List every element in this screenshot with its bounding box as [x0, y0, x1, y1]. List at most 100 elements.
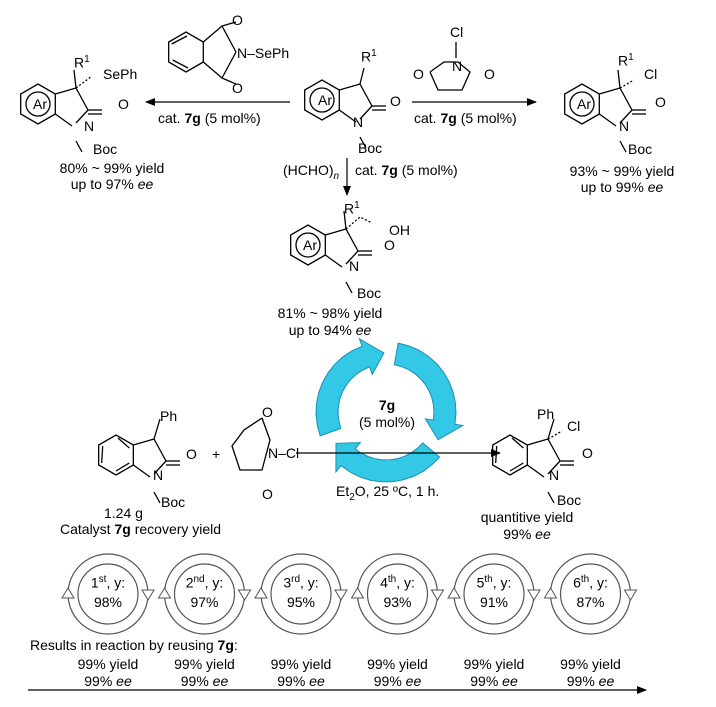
- bottom-oxindole-five-ring-a: [325, 228, 359, 252]
- sm2-oxygen: O: [186, 446, 197, 462]
- phthalimide-top-arm: [202, 24, 237, 53]
- sm2-oxindole-double-bond-1: [115, 462, 130, 472]
- sm-r1-label: R1: [361, 48, 377, 65]
- result-ee: 99% ee: [470, 673, 518, 689]
- bottom-boc: Boc: [357, 285, 382, 301]
- left-oxindole: [20, 83, 102, 153]
- sm-oxindole-five-ring-a: [339, 83, 373, 107]
- bottom-r1-label: R1: [344, 200, 360, 217]
- bottom-oxindole: [290, 224, 372, 294]
- right-ee: up to 99% ee: [580, 179, 664, 195]
- right-oxindole: [564, 83, 646, 153]
- left-ar-label: Ar: [33, 96, 47, 112]
- cycle-run-label: 5th, y:: [476, 574, 512, 591]
- cycle-ring-head-l-1: [61, 587, 75, 599]
- p2-ee: 99% ee: [503, 526, 551, 542]
- sm-oxindole-aromatic-circle: [309, 87, 335, 113]
- p2-cl: Cl: [567, 418, 581, 434]
- right-ar-label: Ar: [577, 96, 591, 112]
- p2-oxindole-double-bond-1: [509, 462, 524, 472]
- recycle-loading: (5 mol%): [358, 414, 415, 430]
- sm2-oxindole-n-boc-bond: [153, 491, 161, 504]
- bottom-ar-label: Ar: [303, 237, 317, 253]
- recycle-catalyst: 7g: [378, 397, 396, 413]
- result-yield: 99% yield: [174, 656, 235, 672]
- sm-oxindole-five-ring-b: [338, 109, 357, 123]
- ncs-top-n: N: [452, 58, 463, 74]
- right-oxindole-amide-bond: [619, 109, 633, 124]
- right-r1-label: R1: [618, 52, 634, 69]
- left-boc: Boc: [93, 141, 118, 157]
- p2-nitrogen: N: [549, 467, 560, 483]
- p2-c3-cl-bond: [547, 430, 563, 440]
- phthalimide-oxygen-bottom: O: [232, 80, 243, 96]
- cycle-ring-head-l-5: [447, 587, 461, 599]
- cycle-ring-head-l-2: [157, 587, 172, 599]
- bottom-oxindole-amide-bond: [345, 250, 359, 265]
- phthalimide-ring: [168, 31, 204, 73]
- p2-oxindole-n-boc-bond: [547, 491, 555, 504]
- sm2-oxindole-double-bond-2: [101, 445, 104, 464]
- recovery-caption: Catalyst 7g recovery yield: [60, 521, 222, 537]
- cycle-ring-head-r-4: [430, 589, 445, 601]
- result-yield: 99% yield: [463, 656, 525, 672]
- bottom-oxindole-aromatic-circle: [295, 232, 321, 258]
- sm-oxindole: [304, 79, 386, 149]
- phthalimide-double-2: [171, 35, 188, 45]
- left-r1-label: R1: [74, 54, 90, 71]
- result-ee: 99% ee: [84, 673, 132, 689]
- bottom-ee: up to 94% ee: [288, 322, 372, 338]
- cycle-ring-head-r-6: [623, 589, 638, 601]
- bottom-oxygen: O: [384, 237, 395, 253]
- p2-oxindole-double-bond-3: [511, 437, 524, 449]
- result-ee: 99% ee: [566, 673, 615, 689]
- p2-oxygen: O: [582, 445, 593, 461]
- phthalimide-double-1: [172, 59, 189, 69]
- p2-oxindole-benzene-ring: [492, 434, 528, 476]
- right-oxindole-five-ring-b: [598, 113, 617, 127]
- right-arrow-conditions: cat. 7g (5 mol%): [414, 110, 517, 126]
- p2-yield: quantitive yield: [480, 509, 574, 525]
- p2-oxindole-five-ring-a: [527, 438, 561, 462]
- right-yield: 93% ~ 99% yield: [569, 163, 675, 179]
- phthalimide-co-bottom: [221, 77, 237, 85]
- results-heading: Results in reaction by reusing 7g:: [30, 637, 238, 653]
- cycle-run-label: 4th, y:: [380, 574, 415, 591]
- ncs2-structure: [231, 417, 271, 471]
- p2-ph: Ph: [537, 406, 555, 422]
- left-c3-r1-bond: [73, 69, 77, 89]
- right-oxindole-aromatic-circle: [569, 91, 595, 117]
- left-arrow-conditions: cat. 7g (5 mol%): [158, 110, 261, 126]
- right-boc: Boc: [628, 141, 653, 157]
- cycle-ring-inner-1: [77, 563, 139, 625]
- right-cl: Cl: [644, 66, 658, 82]
- sm-oxindole-n-boc-bond: [359, 136, 367, 149]
- sm2-oxindole-five-ring-b: [132, 464, 151, 478]
- phthalimide-structure: [168, 21, 237, 85]
- right-c3-cl-bond: [619, 79, 635, 89]
- sm2-c3-ph-bond: [153, 418, 161, 440]
- result-yield: 99% yield: [270, 656, 332, 672]
- cycle-ring-inner-4: [366, 563, 429, 625]
- ncs-top-structure: [429, 42, 471, 91]
- cycle-ring-inner-2: [173, 563, 236, 625]
- ncs-top-cl: Cl: [450, 24, 464, 40]
- ncs-top-ring: [429, 61, 471, 91]
- sm2-oxindole-benzene-ring: [98, 434, 134, 476]
- left-oxindole-amide-bond: [75, 109, 89, 124]
- phthalimide-bottom-arm: [202, 51, 237, 80]
- left-seph: SePh: [103, 66, 138, 82]
- sm2-boc: Boc: [161, 494, 186, 510]
- bottom-oh: OH: [389, 222, 410, 238]
- right-oxygen: O: [655, 94, 666, 110]
- right-c3-r1-bond: [617, 69, 621, 89]
- cycle-run-label: 2nd, y:: [185, 574, 224, 591]
- result-ee: 99% ee: [277, 673, 325, 689]
- left-oxygen: O: [118, 96, 129, 112]
- cycle-ring-head-l-3: [254, 587, 268, 599]
- down-arrow-conditions: (HCHO)n: [283, 162, 340, 182]
- bottom-oxindole-n-boc-bond: [345, 281, 353, 294]
- bottom-nitrogen: N: [349, 258, 360, 274]
- cycle-ring-head-r-3: [334, 589, 348, 601]
